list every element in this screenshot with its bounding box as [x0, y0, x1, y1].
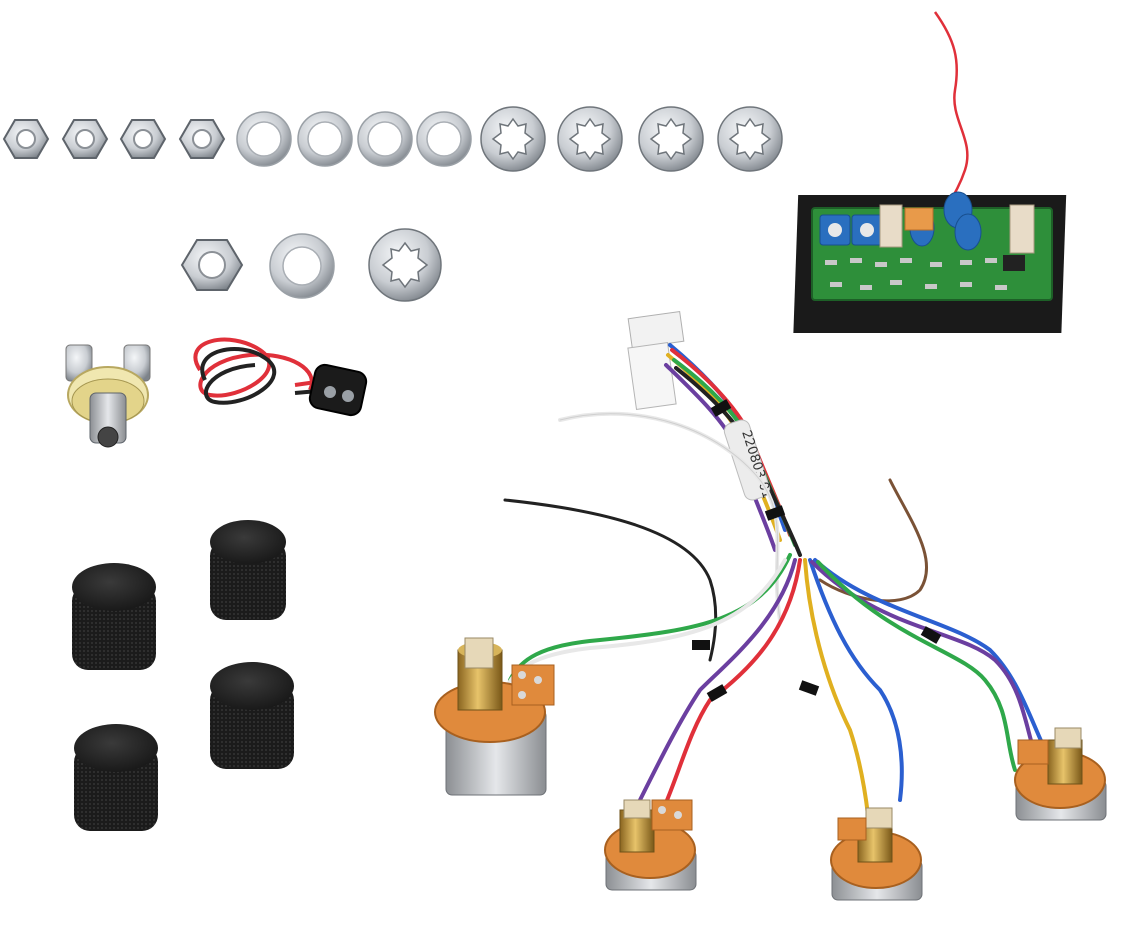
control-knobs — [72, 520, 294, 831]
pot-volume — [1014, 727, 1107, 821]
battery-clip — [193, 337, 368, 417]
flat-washers-row — [236, 111, 472, 167]
pot-push-pull — [434, 637, 555, 796]
preamp-circuit-board — [793, 11, 1067, 333]
hex-nuts-row — [2, 119, 226, 159]
potentiometers — [434, 637, 1107, 901]
lock-washers-row — [480, 106, 783, 172]
pot-treble — [830, 807, 923, 901]
jack-hardware-row — [180, 228, 442, 302]
output-jack — [65, 344, 151, 448]
pot-bass — [604, 799, 697, 891]
wiring-harness: 220803-01 — [503, 310, 1052, 817]
